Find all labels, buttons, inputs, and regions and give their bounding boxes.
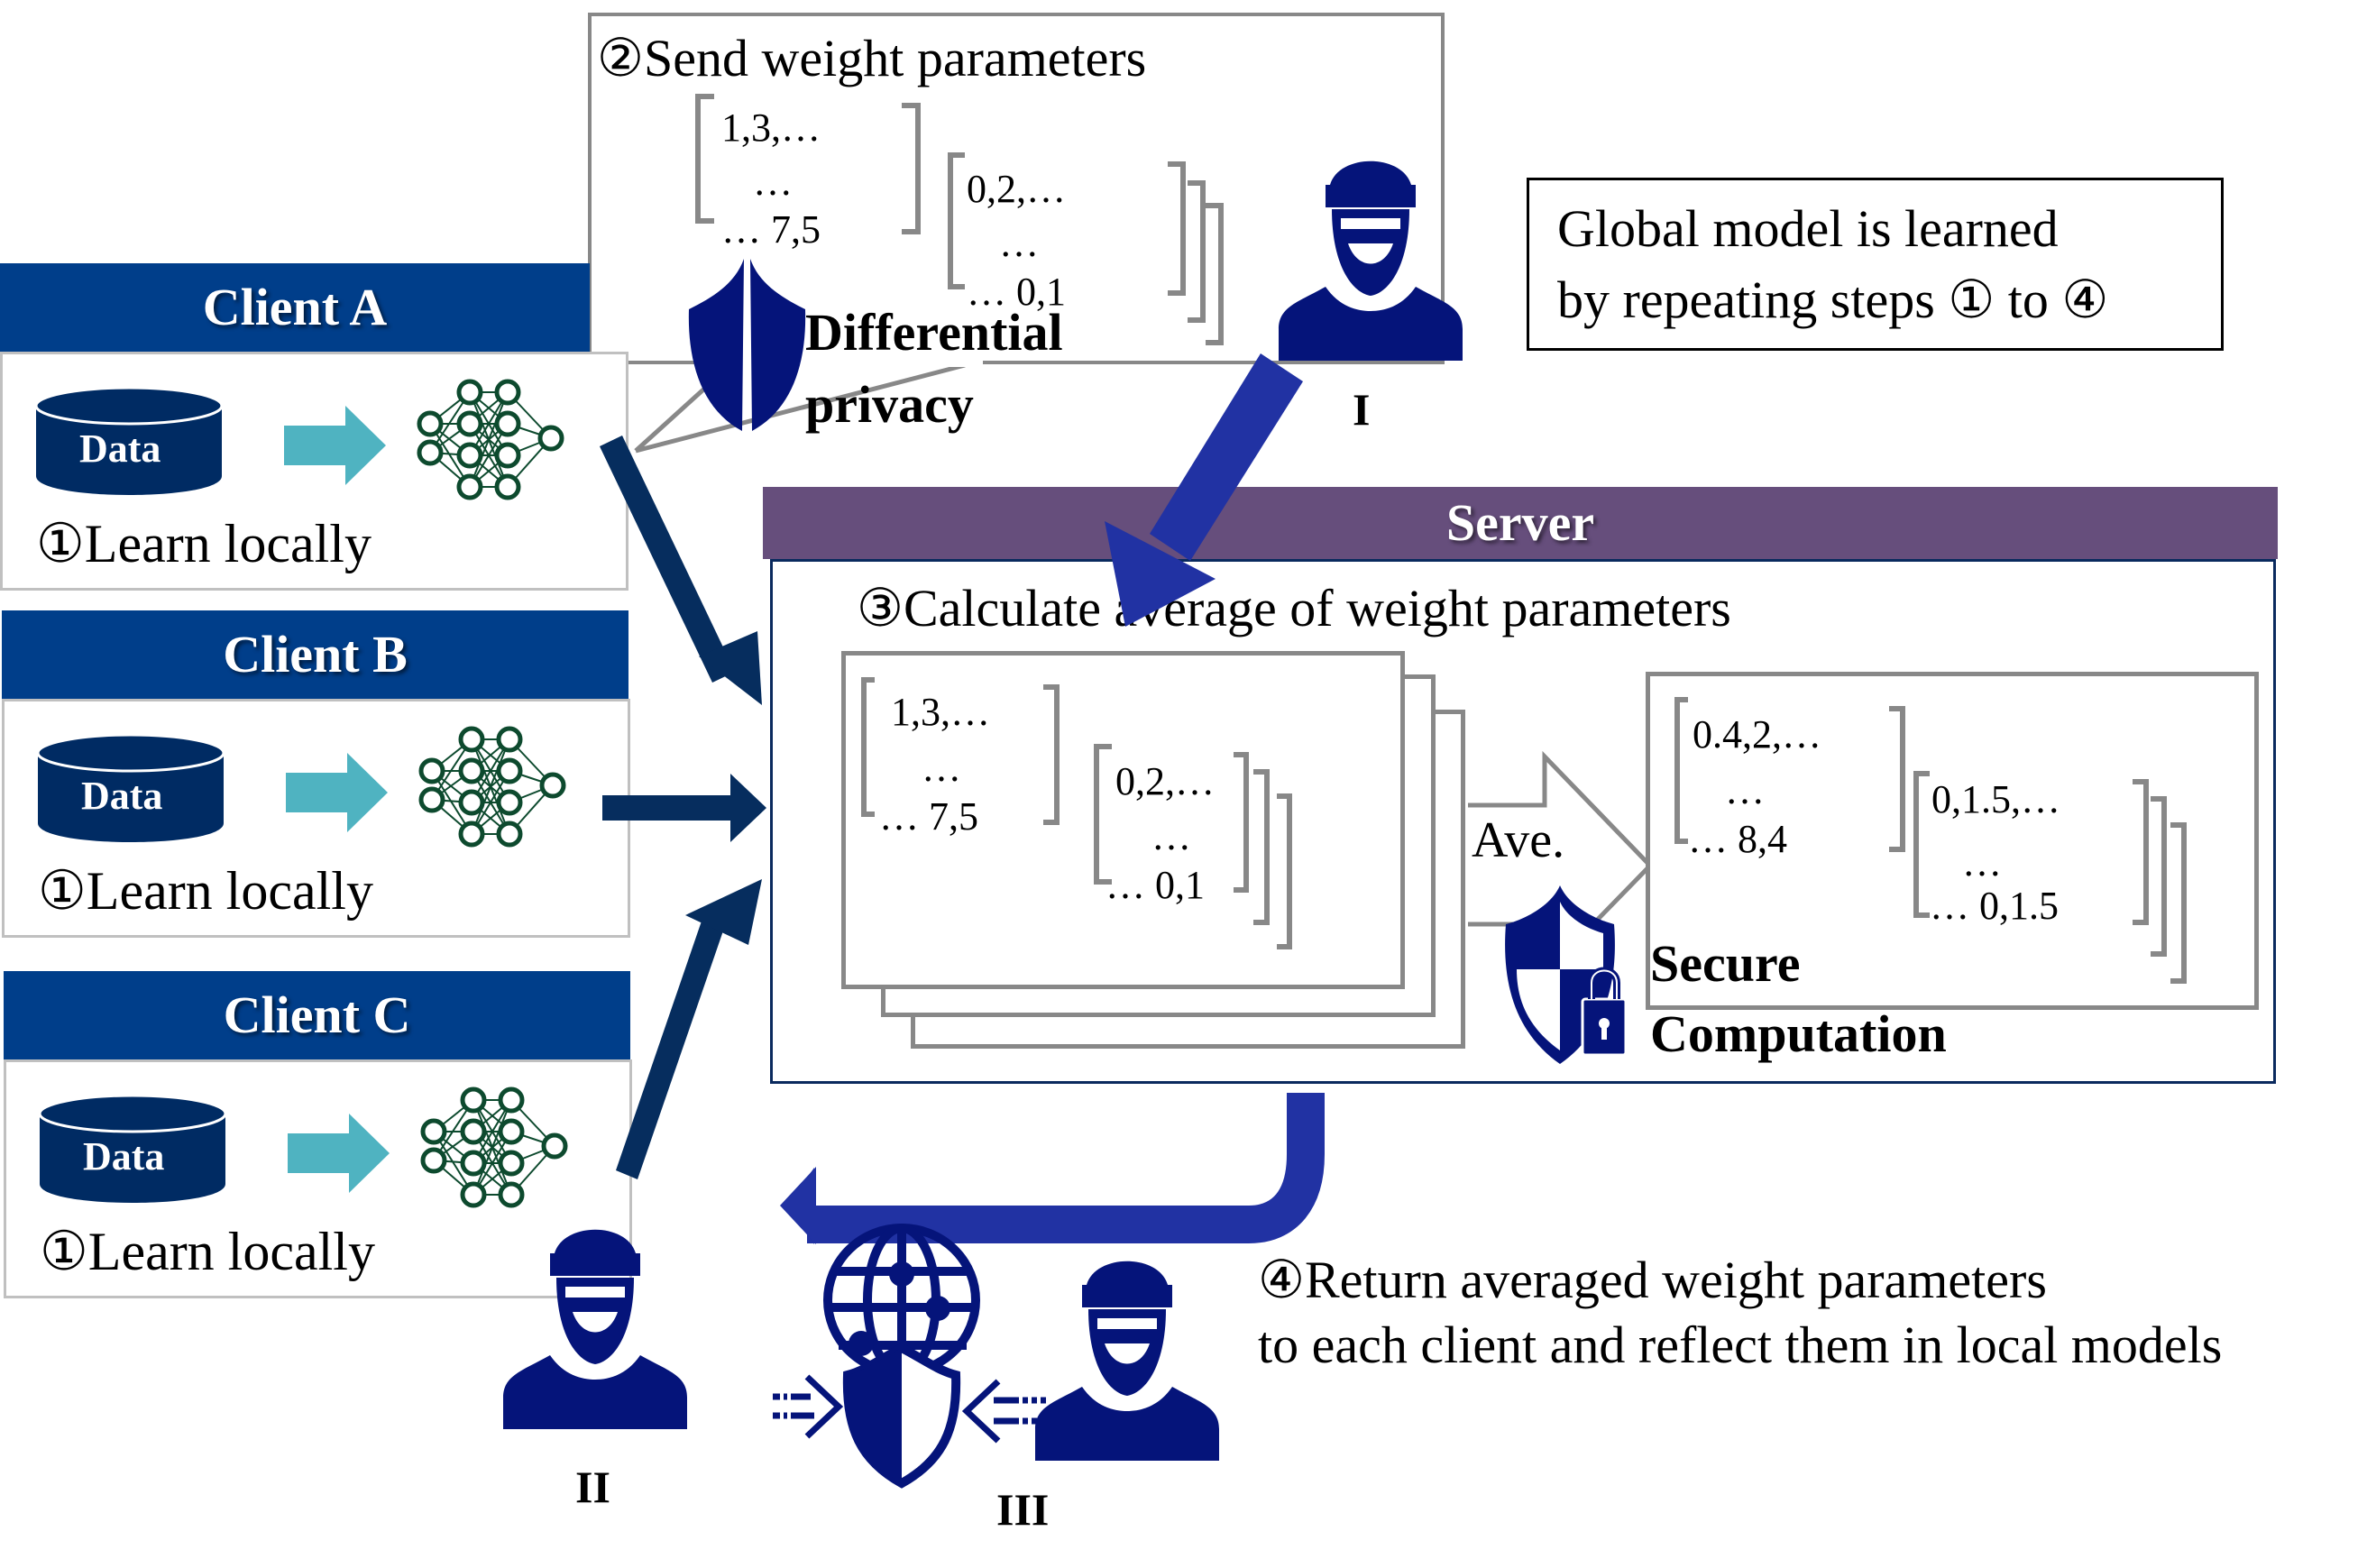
client-c-step-label: ①Learn locally	[40, 1222, 375, 1281]
input-matrix1-row3: … 7,5	[879, 794, 978, 839]
client-b-step-label: ①Learn locally	[38, 861, 373, 921]
client-c-header: Client C	[4, 971, 630, 1059]
incoming-attack-arrow-left-icon	[773, 1374, 844, 1439]
return-step-line-1: ④Return averaged weight parameters	[1258, 1251, 2047, 1309]
send-matrix2-row1: 0,2,…	[967, 167, 1066, 211]
secure-computation-label-1: Secure	[1650, 934, 1801, 993]
client-b-database-icon	[36, 733, 225, 842]
attacker-ii-icon	[503, 1229, 687, 1429]
server-title: Server	[1445, 493, 1595, 552]
client-b-neural-network-icon	[418, 726, 566, 848]
input-matrix2-row1: 0,2,…	[1115, 759, 1215, 803]
input-matrix2-row2: …	[1151, 814, 1191, 858]
client-a-header: Client A	[0, 263, 590, 352]
output-matrix-brackets	[1674, 697, 2187, 984]
input-card-front	[841, 651, 1405, 989]
attacker-i-label: I	[1353, 384, 1371, 435]
output-matrix1-row3: … 8,4	[1688, 817, 1787, 861]
note-line-2: by repeating steps ① to ④	[1557, 271, 2109, 329]
output-matrix2-row1: 0,1.5,…	[1931, 777, 2060, 821]
client-c-neural-network-icon	[420, 1087, 568, 1208]
send-weights-title: ②Send weight parameters	[597, 29, 1147, 87]
input-matrix1-row2: …	[922, 746, 961, 790]
attacker-i-icon	[1279, 160, 1463, 361]
output-matrix1-row1: 0.4,2,…	[1693, 712, 1821, 756]
differential-privacy-label-2: privacy	[805, 375, 974, 434]
client-a-neural-network-icon	[417, 379, 564, 500]
note-line-1: Global model is learned	[1557, 199, 2059, 258]
attacker-iii-label: III	[996, 1484, 1050, 1535]
return-step-line-2: to each client and reflect them in local…	[1258, 1316, 2223, 1374]
client-a-step-label: ①Learn locally	[36, 514, 372, 573]
secure-computation-label-2: Computation	[1650, 1004, 1947, 1063]
note-box	[1527, 178, 2224, 351]
output-matrix2-row2: …	[1962, 840, 2002, 885]
client-b-learn-arrow-icon	[286, 753, 388, 832]
average-label: Ave.	[1472, 812, 1565, 868]
network-protection-globe-shield-icon	[823, 1224, 980, 1489]
output-matrix1-row2: …	[1725, 768, 1765, 812]
send-matrix1-row1: 1,3,…	[721, 105, 821, 150]
differential-privacy-shield-icon	[688, 259, 806, 431]
client-b-header: Client B	[2, 610, 628, 699]
differential-privacy-label-1: Differential	[805, 303, 1063, 362]
input-matrix1-row1: 1,3,…	[891, 690, 990, 734]
output-matrix2-row3: … 0,1.5	[1930, 884, 2059, 928]
send-matrix1-row3: … 7,5	[721, 207, 821, 252]
client-c-name: Client C	[223, 986, 411, 1044]
client-c-learn-arrow-icon	[288, 1114, 390, 1193]
server-step-label: ③Calculate average of weight parameters	[857, 579, 1731, 637]
send-matrix1-brackets	[695, 94, 921, 234]
client-a-data-label: Data	[79, 426, 161, 471]
input-matrix-brackets	[861, 677, 1292, 949]
send-matrix2-row3: … 0,1	[967, 270, 1066, 314]
client-c-data-label: Data	[83, 1134, 165, 1178]
client-a-learn-arrow-icon	[284, 406, 386, 485]
attacker-ii-label: II	[575, 1462, 610, 1512]
send-matrix2-row2: …	[999, 221, 1039, 265]
client-b-name: Client B	[223, 625, 408, 683]
attacker-iii-icon	[1035, 1261, 1219, 1461]
send-matrix1-row2: …	[753, 160, 793, 204]
client-a-name: Client A	[202, 278, 388, 336]
secure-computation-shield-icon	[1505, 885, 1628, 1064]
send-matrix2-brackets	[948, 152, 1224, 345]
server-header: Server	[763, 487, 2278, 559]
incoming-attack-arrow-right-icon	[961, 1379, 1046, 1444]
input-matrix2-row3: … 0,1	[1106, 863, 1205, 907]
client-c-database-icon	[38, 1094, 227, 1203]
client-a-database-icon	[34, 386, 224, 495]
client-b-data-label: Data	[81, 774, 163, 818]
